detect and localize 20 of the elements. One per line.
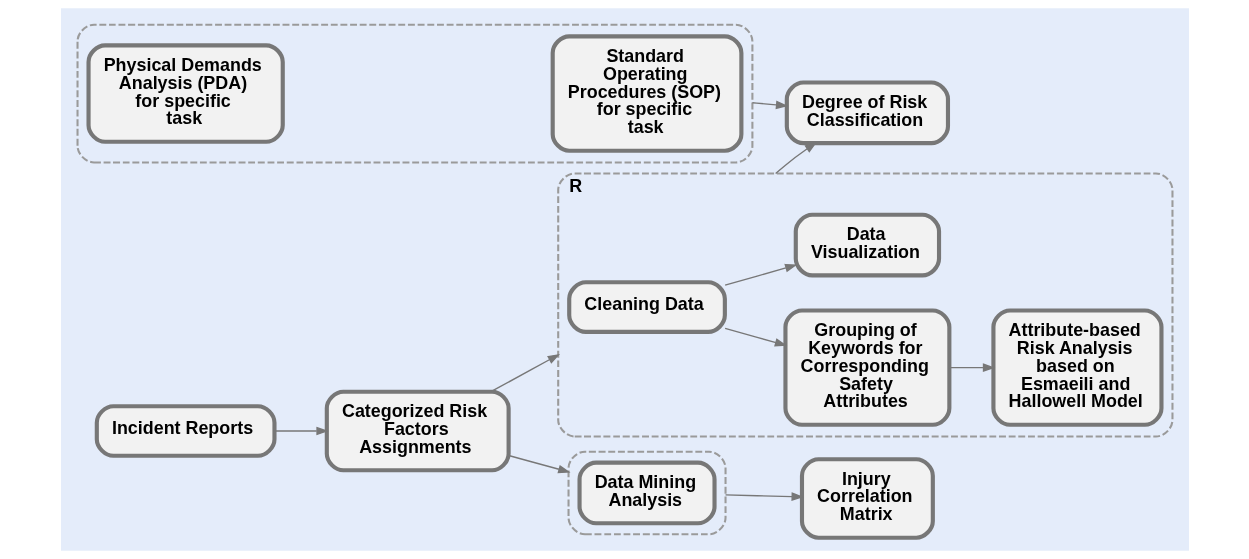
node-box: Grouping of Keywords for Corresponding Safety Attributes xyxy=(782,308,951,427)
node-box: Attribute-based Risk Analysis based on Esmaeili and Hallowell Model xyxy=(990,308,1163,427)
cluster xyxy=(567,450,727,536)
arrow xyxy=(723,327,787,347)
node-box: Physical Demands Analysis (PDA) for specific task xyxy=(86,43,285,144)
arrow xyxy=(490,353,560,393)
node-box: Cleaning Data xyxy=(566,280,727,334)
arrow xyxy=(948,363,995,372)
node-box: Data Visualization xyxy=(793,212,941,278)
arrow xyxy=(507,454,571,474)
arrow xyxy=(751,100,788,110)
node-box: Incident Reports xyxy=(94,404,277,458)
node-box: Degree of Risk Classification xyxy=(784,80,950,146)
node-box: Categorized Risk Factors Assignments xyxy=(324,389,511,473)
node-box: Injury Correlation Matrix xyxy=(799,457,935,540)
node-box: Standard Operating Procedures (SOP) for specific task xyxy=(550,34,743,153)
cluster xyxy=(76,23,753,164)
arrow xyxy=(774,142,817,175)
node-box: Data Mining Analysis xyxy=(577,460,717,526)
arrow xyxy=(723,263,797,286)
